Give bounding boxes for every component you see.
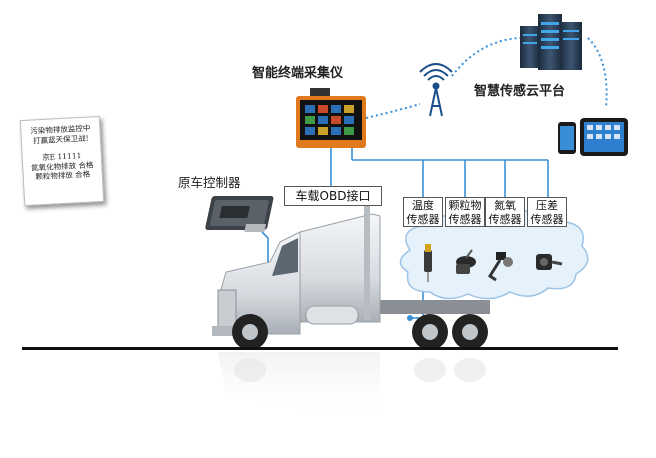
cloud-server-icon: [520, 14, 582, 70]
sensor-particulate-line1: 颗粒物: [448, 199, 482, 212]
sensor-temperature-line2: 传感器: [406, 213, 440, 226]
sensor-pressure-line2: 传感器: [530, 213, 564, 226]
mobile-devices-icon: [558, 118, 628, 156]
nox-sensor-icon: [487, 252, 513, 282]
ecu-title: 原车控制器: [178, 175, 241, 190]
sensor-pressure-line1: 压差: [536, 199, 558, 212]
truck-illustration: [212, 200, 490, 350]
wireless-link-collector: [365, 103, 421, 119]
sensor-temperature-line1: 温度: [412, 199, 434, 212]
ground-line: [22, 347, 618, 350]
sensor-pressure: 压差 传感器: [527, 197, 567, 227]
sensor-nox-line2: 传感器: [488, 213, 522, 226]
wireless-link-server: [451, 37, 521, 77]
wireless-link-devices: [587, 37, 608, 109]
sensor-particulate-line2: 传感器: [448, 213, 482, 226]
sensor-nox-line1: 氮氧: [494, 199, 516, 212]
particulate-sensor-icon: [456, 249, 476, 274]
truck-reflection: [218, 352, 486, 420]
antenna-icon: [419, 63, 453, 117]
temperature-sensor-icon: [424, 244, 432, 282]
collector-title: 智能终端采集仪: [252, 66, 344, 81]
obd-interface-label: 车载OBD接口: [284, 186, 382, 206]
emission-placard: 污染物排放监控中 打赢蓝天保卫战! 京E 11111 氮氧化物排放 合格 颗粒物…: [19, 115, 105, 207]
sensor-temperature: 温度 传感器: [403, 197, 443, 227]
collector-device-icon: [296, 88, 366, 148]
sensor-particulate: 颗粒物 传感器: [445, 197, 485, 227]
pressure-sensor-icon: [536, 254, 563, 270]
cloud-platform-title: 智慧传感云平台: [474, 84, 566, 99]
ecu-controller-icon: [205, 196, 274, 232]
sensor-nox: 氮氧 传感器: [485, 197, 525, 227]
